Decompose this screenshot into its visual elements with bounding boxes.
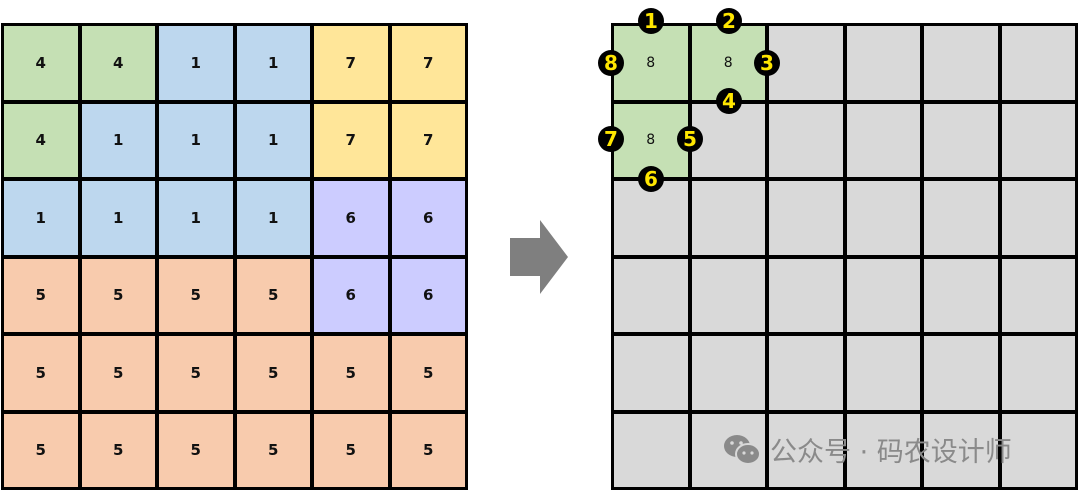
right-cell — [924, 258, 998, 332]
right-cell — [1001, 181, 1075, 255]
right-cell — [614, 413, 688, 487]
left-cell: 1 — [159, 26, 233, 100]
left-cell: 6 — [314, 181, 388, 255]
neighbor-badge-7: 7 — [598, 126, 624, 152]
right-cell: 8 — [614, 26, 688, 100]
right-cell: 8 — [691, 26, 765, 100]
left-cell: 1 — [4, 181, 78, 255]
watermark: 公众号 · 码农设计师 — [722, 430, 1012, 469]
arrow-right-icon — [510, 220, 568, 294]
right-cell — [769, 181, 843, 255]
right-cell — [614, 181, 688, 255]
left-cell: 1 — [159, 103, 233, 177]
left-cell: 4 — [4, 103, 78, 177]
left-cell: 7 — [314, 103, 388, 177]
right-cell — [1001, 258, 1075, 332]
left-cell: 6 — [314, 258, 388, 332]
left-cell: 5 — [4, 258, 78, 332]
left-cell: 6 — [391, 258, 465, 332]
left-cell: 7 — [314, 26, 388, 100]
neighbor-badge-8: 8 — [598, 50, 624, 76]
left-cell: 1 — [236, 181, 310, 255]
right-cell — [1001, 413, 1075, 487]
right-cell — [1001, 103, 1075, 177]
right-cell — [769, 413, 843, 487]
right-cell — [769, 258, 843, 332]
neighbor-badge-2: 2 — [716, 8, 742, 34]
left-cell: 5 — [4, 413, 78, 487]
right-cell — [924, 413, 998, 487]
right-cell — [691, 181, 765, 255]
left-cell: 5 — [159, 413, 233, 487]
right-cell — [769, 336, 843, 410]
right-cell — [1001, 26, 1075, 100]
left-cell: 4 — [4, 26, 78, 100]
left-cell: 1 — [81, 103, 155, 177]
left-cell: 5 — [81, 413, 155, 487]
left-cell: 5 — [391, 413, 465, 487]
neighbor-badge-5: 5 — [677, 126, 703, 152]
right-cell — [846, 26, 920, 100]
neighbor-badge-4: 4 — [716, 88, 742, 114]
right-cell: 8 — [614, 103, 688, 177]
left-cell: 5 — [159, 336, 233, 410]
right-cell — [1001, 336, 1075, 410]
left-cell: 1 — [236, 103, 310, 177]
left-cell: 1 — [81, 181, 155, 255]
right-cell — [846, 258, 920, 332]
right-cell — [924, 181, 998, 255]
left-cell: 5 — [159, 258, 233, 332]
neighbor-badge-3: 3 — [754, 50, 780, 76]
right-cell — [924, 103, 998, 177]
left-cell: 5 — [81, 336, 155, 410]
right-cell — [846, 103, 920, 177]
right-cell — [614, 336, 688, 410]
right-cell — [924, 336, 998, 410]
wechat-icon — [724, 434, 761, 465]
left-cell: 6 — [391, 181, 465, 255]
left-cell: 5 — [314, 336, 388, 410]
neighbor-badge-6: 6 — [638, 166, 664, 192]
left-cell: 5 — [236, 413, 310, 487]
right-cell — [769, 103, 843, 177]
right-cell — [614, 258, 688, 332]
left-cell: 5 — [236, 258, 310, 332]
left-cell: 4 — [81, 26, 155, 100]
left-cell: 5 — [236, 336, 310, 410]
right-cell — [691, 258, 765, 332]
left-cell: 7 — [391, 103, 465, 177]
right-cell — [691, 336, 765, 410]
right-cell — [924, 26, 998, 100]
right-cell — [846, 181, 920, 255]
right-cell — [846, 336, 920, 410]
neighbor-badge-1: 1 — [638, 8, 664, 34]
right-cell — [846, 413, 920, 487]
left-cell: 1 — [159, 181, 233, 255]
left-cell: 5 — [314, 413, 388, 487]
left-cell: 1 — [236, 26, 310, 100]
left-cell: 5 — [4, 336, 78, 410]
right-cell — [691, 103, 765, 177]
watermark-text: 公众号 · 码农设计师 — [770, 437, 1012, 468]
left-cell: 7 — [391, 26, 465, 100]
right-cell — [769, 26, 843, 100]
left-cell: 5 — [391, 336, 465, 410]
left-cell: 5 — [81, 258, 155, 332]
